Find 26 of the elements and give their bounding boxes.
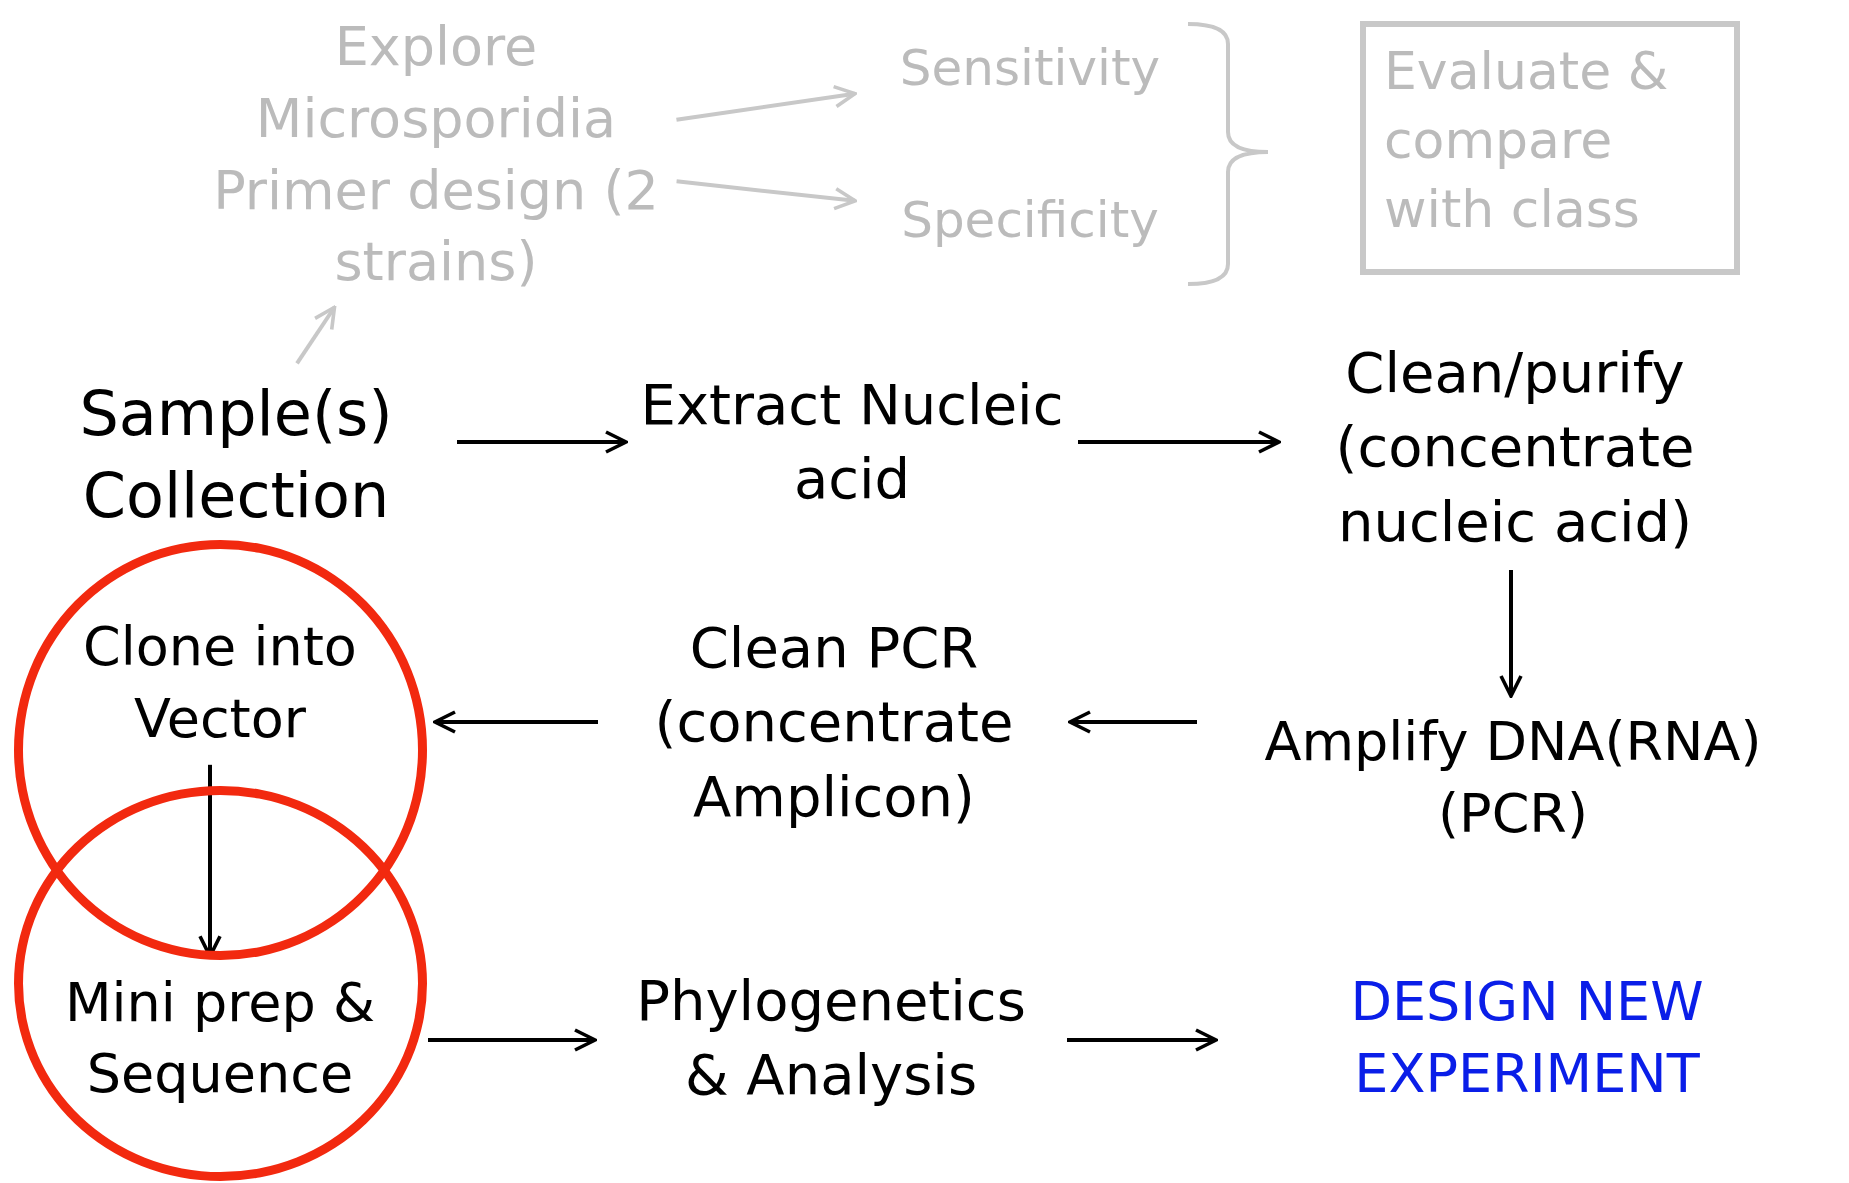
- arrow: [1078, 430, 1281, 454]
- arrow: [676, 179, 857, 211]
- arrow: [676, 84, 857, 122]
- arrow: [428, 1028, 597, 1052]
- step-label: Specificity: [865, 186, 1195, 254]
- step-label: Clone into Vector: [82, 614, 358, 752]
- step-label: Clean/purify (concentrate nucleic acid): [1290, 336, 1740, 560]
- note-box: [1360, 21, 1740, 275]
- step-label: Sample(s) Collection: [26, 372, 446, 538]
- step-label: Sensitivity: [865, 34, 1195, 102]
- arrow: [295, 305, 337, 365]
- arrow: [1499, 570, 1523, 698]
- step-label: Extract Nucleic acid: [637, 367, 1067, 517]
- arrow: [1067, 1028, 1218, 1052]
- step-label: Explore Microsporidia Primer design (2 strains): [206, 11, 666, 299]
- step-label: DESIGN NEW EXPERIMENT: [1227, 966, 1827, 1110]
- step-label: Evaluate & compare with class: [1384, 40, 1670, 242]
- arrow: [433, 710, 598, 734]
- step-label: Amplify DNA(RNA) (PCR): [1208, 706, 1818, 850]
- highlight-circle: [13, 785, 427, 1181]
- arrow: [457, 430, 628, 454]
- arrow: [1068, 710, 1197, 734]
- highlight-circle: [13, 540, 427, 960]
- step-label: Clean PCR (concentrate Amplicon): [609, 611, 1059, 835]
- step-label: Phylogenetics & Analysis: [606, 963, 1056, 1113]
- step-label: Mini prep & Sequence: [63, 969, 377, 1108]
